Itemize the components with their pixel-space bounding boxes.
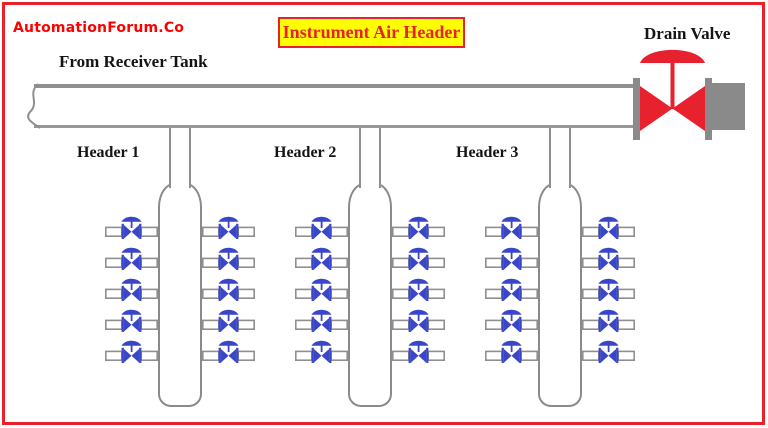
main-header-pipe (34, 84, 633, 128)
header-1-manifold (158, 183, 202, 407)
header-3-valves-left (485, 215, 538, 363)
branch-valve-icon (295, 246, 348, 270)
branch-valve-icon (392, 246, 445, 270)
header-2-label: Header 2 (274, 144, 337, 161)
branch-valve-icon (202, 246, 255, 270)
header-2-valves-left (295, 215, 348, 363)
header-2-drop-pipe (359, 128, 381, 188)
diagram-title-box: Instrument Air Header (278, 17, 465, 48)
branch-valve-icon (202, 215, 255, 239)
branch-valve-icon (392, 339, 445, 363)
branch-valve-icon (295, 308, 348, 332)
branch-valve-icon (202, 339, 255, 363)
header-2-valves-right (392, 215, 445, 363)
drain-valve-icon (633, 49, 745, 140)
branch-valve-icon (105, 215, 158, 239)
branch-valve-icon (105, 308, 158, 332)
branch-valve-icon (105, 246, 158, 270)
branch-valve-icon (295, 215, 348, 239)
header-1-valves-right (202, 215, 255, 363)
header-1-label: Header 1 (77, 144, 140, 161)
brand-logo: AutomationForum.Co (13, 20, 185, 36)
header-2-manifold (348, 183, 392, 407)
header-1-valves-left (105, 215, 158, 363)
branch-valve-icon (105, 277, 158, 301)
diagram-title: Instrument Air Header (282, 22, 461, 42)
branch-valve-icon (392, 215, 445, 239)
drain-valve-stem (670, 58, 675, 109)
branch-valve-icon (582, 246, 635, 270)
branch-valve-icon (485, 246, 538, 270)
header-1-drop-pipe (169, 128, 191, 188)
drain-valve-body-left (640, 86, 673, 131)
branch-valve-icon (485, 339, 538, 363)
branch-valve-icon (582, 277, 635, 301)
drain-valve-label: Drain Valve (644, 24, 731, 43)
branch-valve-icon (105, 339, 158, 363)
branch-valve-icon (295, 339, 348, 363)
header-3-drop-pipe (549, 128, 571, 188)
branch-valve-icon (582, 339, 635, 363)
branch-valve-icon (582, 215, 635, 239)
pipe-break-icon (27, 83, 41, 129)
branch-valve-icon (392, 277, 445, 301)
header-3-valves-right (582, 215, 635, 363)
branch-valve-icon (392, 308, 445, 332)
branch-valve-icon (485, 277, 538, 301)
header-3-manifold (538, 183, 582, 407)
branch-valve-icon (485, 215, 538, 239)
branch-valve-icon (202, 308, 255, 332)
branch-valve-icon (295, 277, 348, 301)
drain-right-flange (705, 78, 712, 140)
source-label: From Receiver Tank (59, 52, 208, 71)
drain-left-flange (633, 78, 640, 140)
branch-valve-icon (582, 308, 635, 332)
header-3-label: Header 3 (456, 144, 519, 161)
drain-valve-body-right (672, 86, 705, 131)
drain-valve-handwheel (640, 49, 705, 63)
branch-valve-icon (202, 277, 255, 301)
drain-end-cap (712, 83, 745, 130)
branch-valve-icon (485, 308, 538, 332)
